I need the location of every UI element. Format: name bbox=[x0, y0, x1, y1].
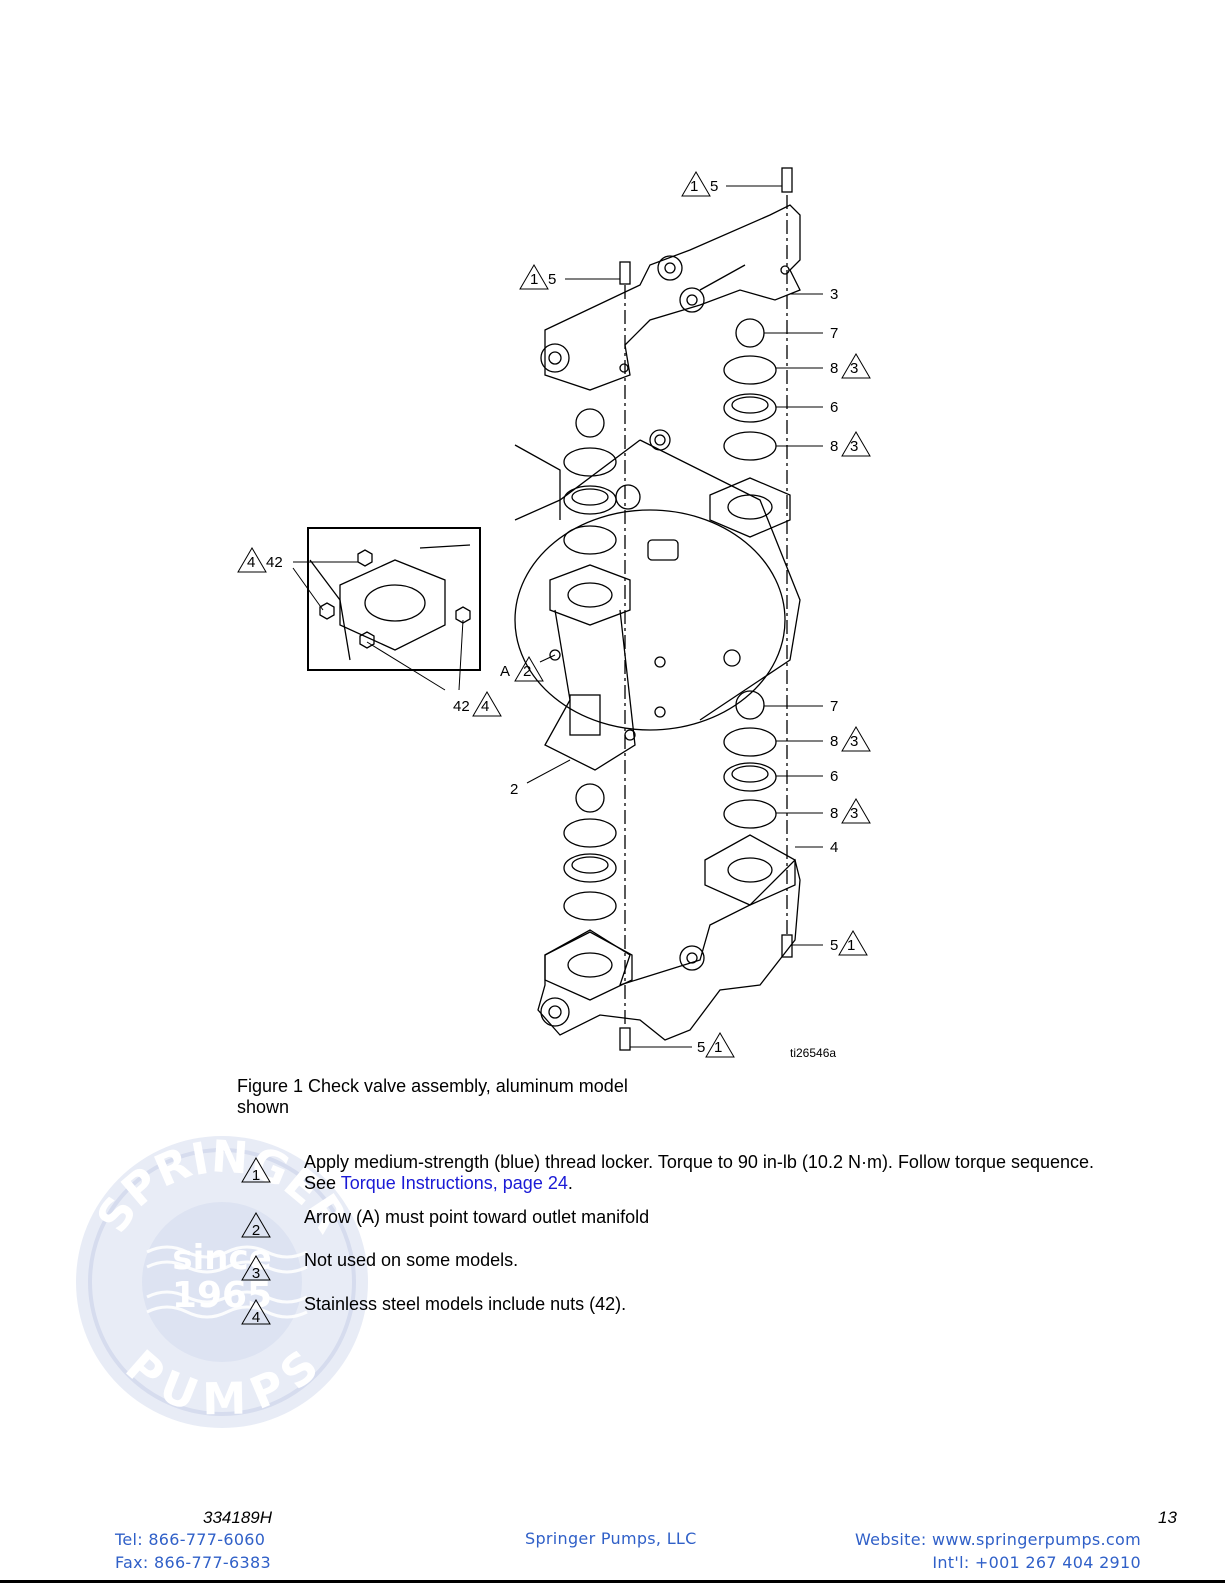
note-marker-triangle-icon: 3 bbox=[241, 1255, 271, 1282]
callout-left-bolt-bottom-number: 5 bbox=[697, 1039, 705, 1056]
footer-telephone: Tel: 866-777-6060 bbox=[115, 1530, 266, 1549]
callout-arrow-a-letter: A bbox=[500, 663, 510, 680]
callout-ball-top: 7 bbox=[830, 325, 838, 342]
note-marker-triangle-icon: 1 bbox=[241, 1157, 271, 1184]
check-valve-exploded-diagram: 1 5 1 5 3 7 8 3 6 8 3 4 42 42 4 A 2 2 7 … bbox=[237, 167, 871, 1060]
footer-company: Springer Pumps, LLC bbox=[525, 1529, 697, 1548]
watermark-year-text: 1965 bbox=[172, 1275, 272, 1316]
torque-instructions-link[interactable]: Torque Instructions, page 24 bbox=[340, 1173, 568, 1193]
svg-text:1: 1 bbox=[252, 1167, 260, 1184]
note-marker-triangle-icon: 2 bbox=[241, 1212, 271, 1239]
callout-oring-bot-b-number: 8 bbox=[830, 805, 838, 822]
callout-oring-top-b-tri: 3 bbox=[850, 438, 858, 455]
svg-text:4: 4 bbox=[252, 1309, 260, 1326]
note-marker-triangle-icon: 4 bbox=[241, 1299, 271, 1326]
callout-left-bolt-tri-number: 1 bbox=[530, 271, 538, 288]
callout-right-bolt-bottom-tri: 1 bbox=[847, 937, 855, 954]
springer-pumps-watermark-logo: SPRINGER PUMPS since 1965 bbox=[76, 1132, 368, 1428]
note-1-text: Apply medium-strength (blue) thread lock… bbox=[304, 1152, 1095, 1193]
callout-oring-bot-a-number: 8 bbox=[830, 733, 838, 750]
callout-oring-top-b-number: 8 bbox=[830, 438, 838, 455]
callout-fluid-cover: 2 bbox=[510, 781, 518, 798]
callout-oring-bot-b-tri: 3 bbox=[850, 805, 858, 822]
bottom-rule bbox=[0, 1580, 1225, 1583]
callout-top-bolt-number: 5 bbox=[710, 178, 718, 195]
callout-inset-nut-b-number: 42 bbox=[453, 698, 470, 715]
callout-right-bolt-bottom-number: 5 bbox=[830, 937, 838, 954]
callout-ball-bottom: 7 bbox=[830, 698, 838, 715]
callout-inset-nut-a-tri: 4 bbox=[247, 554, 255, 571]
note-3-text: Not used on some models. bbox=[304, 1250, 519, 1270]
callout-top-bolt-tri-number: 1 bbox=[690, 178, 698, 195]
footer-fax: Fax: 866-777-6383 bbox=[115, 1553, 271, 1572]
callout-left-bolt-bottom-tri: 1 bbox=[714, 1039, 722, 1056]
page-number: 13 bbox=[1158, 1508, 1177, 1527]
callout-oring-top-a-tri: 3 bbox=[850, 360, 858, 377]
note-4-text: Stainless steel models include nuts (42)… bbox=[304, 1294, 627, 1314]
svg-text:3: 3 bbox=[252, 1265, 260, 1282]
callout-seat-bottom: 6 bbox=[830, 768, 838, 785]
document-number: 334189H bbox=[203, 1508, 273, 1527]
callout-inset-nut-a-number: 42 bbox=[266, 554, 283, 571]
callout-oring-bot-a-tri: 3 bbox=[850, 733, 858, 750]
callout-left-bolt-number: 5 bbox=[548, 271, 556, 288]
callout-arrow-a-tri: 2 bbox=[523, 663, 531, 680]
callout-inset-nut-b-tri: 4 bbox=[481, 698, 489, 715]
callout-seat-top: 6 bbox=[830, 399, 838, 416]
footer-website[interactable]: Website: www.springerpumps.com bbox=[855, 1530, 1141, 1549]
figure-id-label: ti26546a bbox=[790, 1046, 836, 1060]
footer-international-phone: Int'l: +001 267 404 2910 bbox=[932, 1553, 1141, 1572]
callout-manifold-bottom: 4 bbox=[830, 839, 838, 856]
callout-manifold-top: 3 bbox=[830, 286, 838, 303]
note-2-text: Arrow (A) must point toward outlet manif… bbox=[304, 1207, 650, 1227]
callout-oring-top-a-number: 8 bbox=[830, 360, 838, 377]
figure-caption: Figure 1 Check valve assembly, aluminum … bbox=[237, 1076, 628, 1117]
svg-text:2: 2 bbox=[252, 1222, 260, 1239]
